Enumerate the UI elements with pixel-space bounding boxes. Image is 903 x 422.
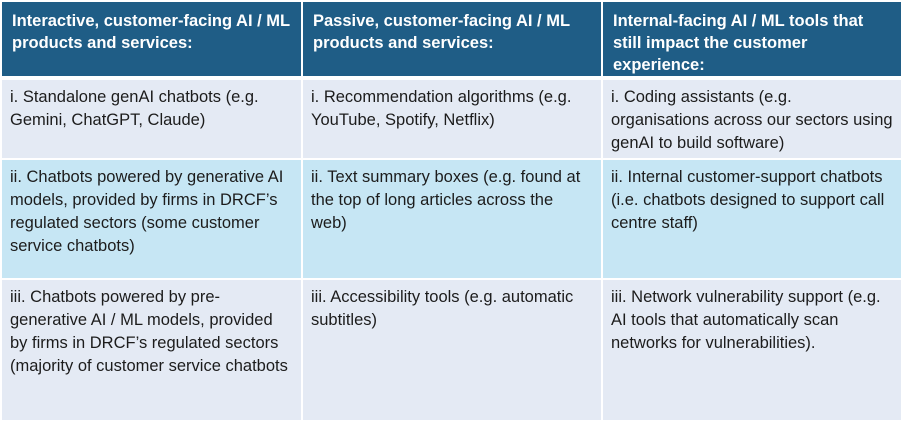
table-cell: iii. Accessibility tools (e.g. automatic… [302, 279, 603, 422]
table-cell: iii. Chatbots powered by pre-generative … [2, 279, 303, 422]
header-passive-customer-facing: Passive, customer-facing AI / ML product… [302, 2, 603, 80]
table-header: Interactive, customer-facing AI / ML pro… [2, 2, 901, 80]
header-interactive-customer-facing: Interactive, customer-facing AI / ML pro… [2, 2, 303, 80]
table-cell: ii. Text summary boxes (e.g. found at th… [302, 159, 603, 280]
table-row: ii. Chatbots powered by generative AI mo… [2, 159, 901, 280]
table-cell: ii. Chatbots powered by generative AI mo… [2, 159, 303, 280]
table-body: i. Standalone genAI chatbots (e.g. Gemin… [2, 78, 901, 422]
header-internal-facing: Internal-facing AI / ML tools that still… [602, 2, 901, 80]
table-cell: i. Coding assistants (e.g. organisations… [602, 78, 901, 160]
table-cell: i. Recommendation algorithms (e.g. YouTu… [302, 78, 603, 160]
table-row: iii. Chatbots powered by pre-generative … [2, 279, 901, 422]
table-cell: i. Standalone genAI chatbots (e.g. Gemin… [2, 78, 303, 160]
table-cell: iii. Network vulnerability support (e.g.… [602, 279, 901, 422]
header-row: Interactive, customer-facing AI / ML pro… [2, 2, 901, 80]
table-row: i. Standalone genAI chatbots (e.g. Gemin… [2, 78, 901, 160]
table-cell: ii. Internal customer-support chatbots (… [602, 159, 901, 280]
